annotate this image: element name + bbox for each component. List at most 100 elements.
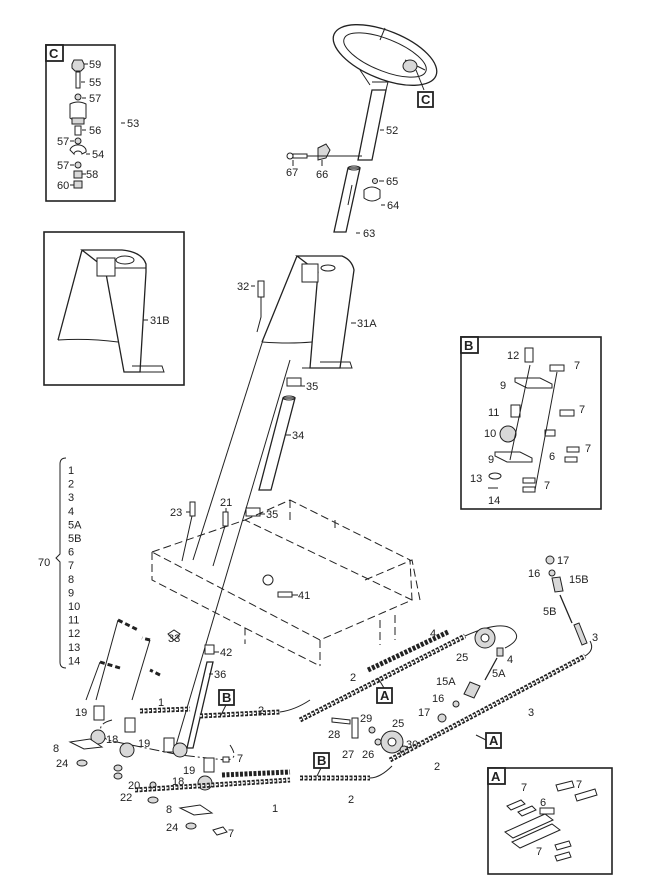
inset-a-tag: A xyxy=(491,769,501,784)
inset-31b: 31B xyxy=(43,231,185,386)
bracket-plate-icon xyxy=(96,257,116,277)
callout: 10 xyxy=(484,428,496,440)
sprocket-18-icon xyxy=(119,742,135,758)
knob-base-icon xyxy=(71,117,85,125)
callout: 34 xyxy=(292,430,304,442)
callout: 25 xyxy=(456,652,468,664)
bushing-19-icon xyxy=(203,757,215,773)
bolt-icon xyxy=(257,280,265,298)
callout: 57 xyxy=(57,136,69,148)
callout: 65 xyxy=(386,176,398,188)
bushing-tube-group: 35 34 35 23 21 xyxy=(170,377,318,567)
callout: 42 xyxy=(220,647,232,659)
callout: 4 xyxy=(507,654,513,666)
callout: 35 xyxy=(306,381,318,393)
inset-a-frame xyxy=(487,767,613,875)
callout: 17 xyxy=(557,555,569,567)
callout: 7 xyxy=(544,480,550,492)
callout: 7 xyxy=(579,404,585,416)
callout: 1 xyxy=(272,803,278,815)
callout: 3 xyxy=(528,707,534,719)
callout: 57 xyxy=(57,160,69,172)
callout: 12 xyxy=(507,350,519,362)
callout: 9 xyxy=(488,454,494,466)
callout: 2 xyxy=(258,705,264,717)
bushing-19-icon xyxy=(124,717,136,733)
inset-c-tag: C xyxy=(49,46,59,61)
callout: 29 xyxy=(360,713,372,725)
inset-b-tag: B xyxy=(464,338,473,353)
bushing-19-icon xyxy=(93,705,105,721)
callout: 36 xyxy=(214,669,226,681)
callout: 60 xyxy=(57,180,69,192)
kit-item: 9 xyxy=(68,587,74,599)
washer-icon xyxy=(74,137,82,145)
kit-item: 14 xyxy=(68,655,80,667)
callout: 55 xyxy=(89,77,101,89)
callout: 52 xyxy=(386,125,398,137)
bushing-icon xyxy=(204,644,215,655)
callout: 31A xyxy=(357,318,377,330)
callout: 3 xyxy=(592,632,598,644)
callout: 63 xyxy=(363,228,375,240)
kit-item: 5B xyxy=(68,533,81,545)
bushing-icon xyxy=(245,507,261,517)
nut-24-icon xyxy=(76,759,88,767)
cable-dashes xyxy=(99,618,161,677)
steering-shaft-52 xyxy=(357,89,387,161)
callout: 21 xyxy=(220,497,232,509)
plate-8-icon xyxy=(68,738,104,750)
callout: 7 xyxy=(521,782,527,794)
grommet-icon xyxy=(262,574,274,586)
callout: 28 xyxy=(328,729,340,741)
callout: 7 xyxy=(585,443,591,455)
callout: 70 xyxy=(38,557,50,569)
callout: 5A xyxy=(492,668,506,680)
inset-c-tag-box xyxy=(45,44,64,62)
detail-c-tag-box xyxy=(417,91,434,108)
plate-8-icon xyxy=(178,804,214,816)
callout: 9 xyxy=(500,380,506,392)
callout: 7 xyxy=(237,753,243,765)
detail-b-tag: B xyxy=(222,690,231,705)
tube-34 xyxy=(258,397,296,491)
kit-item: 8 xyxy=(68,574,74,586)
callout: 7 xyxy=(576,779,582,791)
callout: 31B xyxy=(150,315,170,327)
kit-item: 2 xyxy=(68,479,74,491)
callout: 20 xyxy=(128,780,140,792)
kit-item: 6 xyxy=(68,547,74,559)
bolt-28-icon xyxy=(331,717,351,725)
kit-item: 4 xyxy=(68,506,74,518)
callout: 7 xyxy=(536,846,542,858)
bracket-27-icon xyxy=(351,717,359,739)
sprocket-assembly: 19 18 19 8 24 20 22 19 18 8 24 7 7 xyxy=(53,705,243,840)
callout: 6 xyxy=(549,451,555,463)
callout: 8 xyxy=(53,743,59,755)
bolt-icon xyxy=(277,591,293,598)
callout: 22 xyxy=(120,792,132,804)
callout: 16 xyxy=(528,568,540,580)
detail-a-tag: A xyxy=(489,733,499,748)
callout: 58 xyxy=(86,169,98,181)
kit-item: 12 xyxy=(68,628,80,640)
spring-15a-icon xyxy=(463,681,481,699)
column-hole-icon xyxy=(320,264,336,272)
callout: 64 xyxy=(387,200,399,212)
bushing-19-icon xyxy=(163,737,175,753)
inset-31b-frame xyxy=(43,231,185,386)
spacer-icon xyxy=(74,125,82,136)
spinner-knob-icon xyxy=(402,59,418,73)
callout: 4 xyxy=(430,628,436,640)
knob-screw-icon xyxy=(75,71,81,89)
kit-item: 11 xyxy=(68,615,79,627)
lower-shaft-63 xyxy=(333,167,361,233)
callout: 11 xyxy=(488,407,499,419)
kit-item: 3 xyxy=(68,492,74,504)
callout: 23 xyxy=(170,507,182,519)
callout: 2 xyxy=(350,672,356,684)
callout: 57 xyxy=(89,93,101,105)
